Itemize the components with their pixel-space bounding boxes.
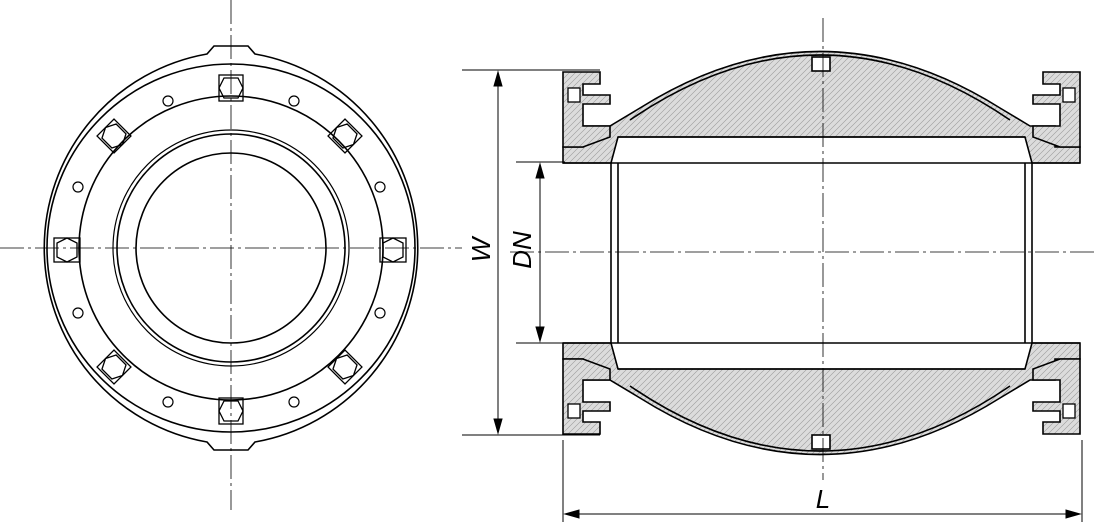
label-w: W — [466, 235, 496, 262]
bolt-right — [379, 237, 407, 263]
right-flange-top — [1032, 71, 1081, 148]
bolt-bottom-right — [327, 349, 363, 385]
bottom-boss — [811, 434, 831, 450]
body-shell-bottom — [629, 385, 1011, 452]
bolt-top-right — [327, 118, 363, 154]
body-shell-top — [629, 54, 1011, 121]
bolt-left — [53, 237, 81, 263]
bolt-heads — [53, 74, 407, 425]
front-centerlines — [0, 0, 462, 510]
flange-bolts — [567, 87, 1076, 419]
front-view — [0, 0, 462, 510]
bolt-bottom-left — [96, 349, 132, 385]
bolt-bottom — [218, 397, 244, 425]
section-centerlines — [510, 18, 1097, 480]
left-flange-bottom — [562, 358, 611, 435]
top-boss — [811, 56, 831, 72]
left-flange-top — [562, 71, 611, 148]
bolt-top — [218, 74, 244, 102]
dimensions — [462, 69, 1083, 522]
right-flange-bottom — [1032, 358, 1081, 435]
label-l: L — [816, 484, 830, 514]
section-view — [510, 18, 1097, 480]
front-holes — [72, 95, 386, 408]
label-dn: DN — [507, 231, 537, 269]
bore-lines — [563, 136, 1080, 370]
front-outer-body — [43, 45, 419, 451]
bolt-top-left — [96, 118, 132, 154]
